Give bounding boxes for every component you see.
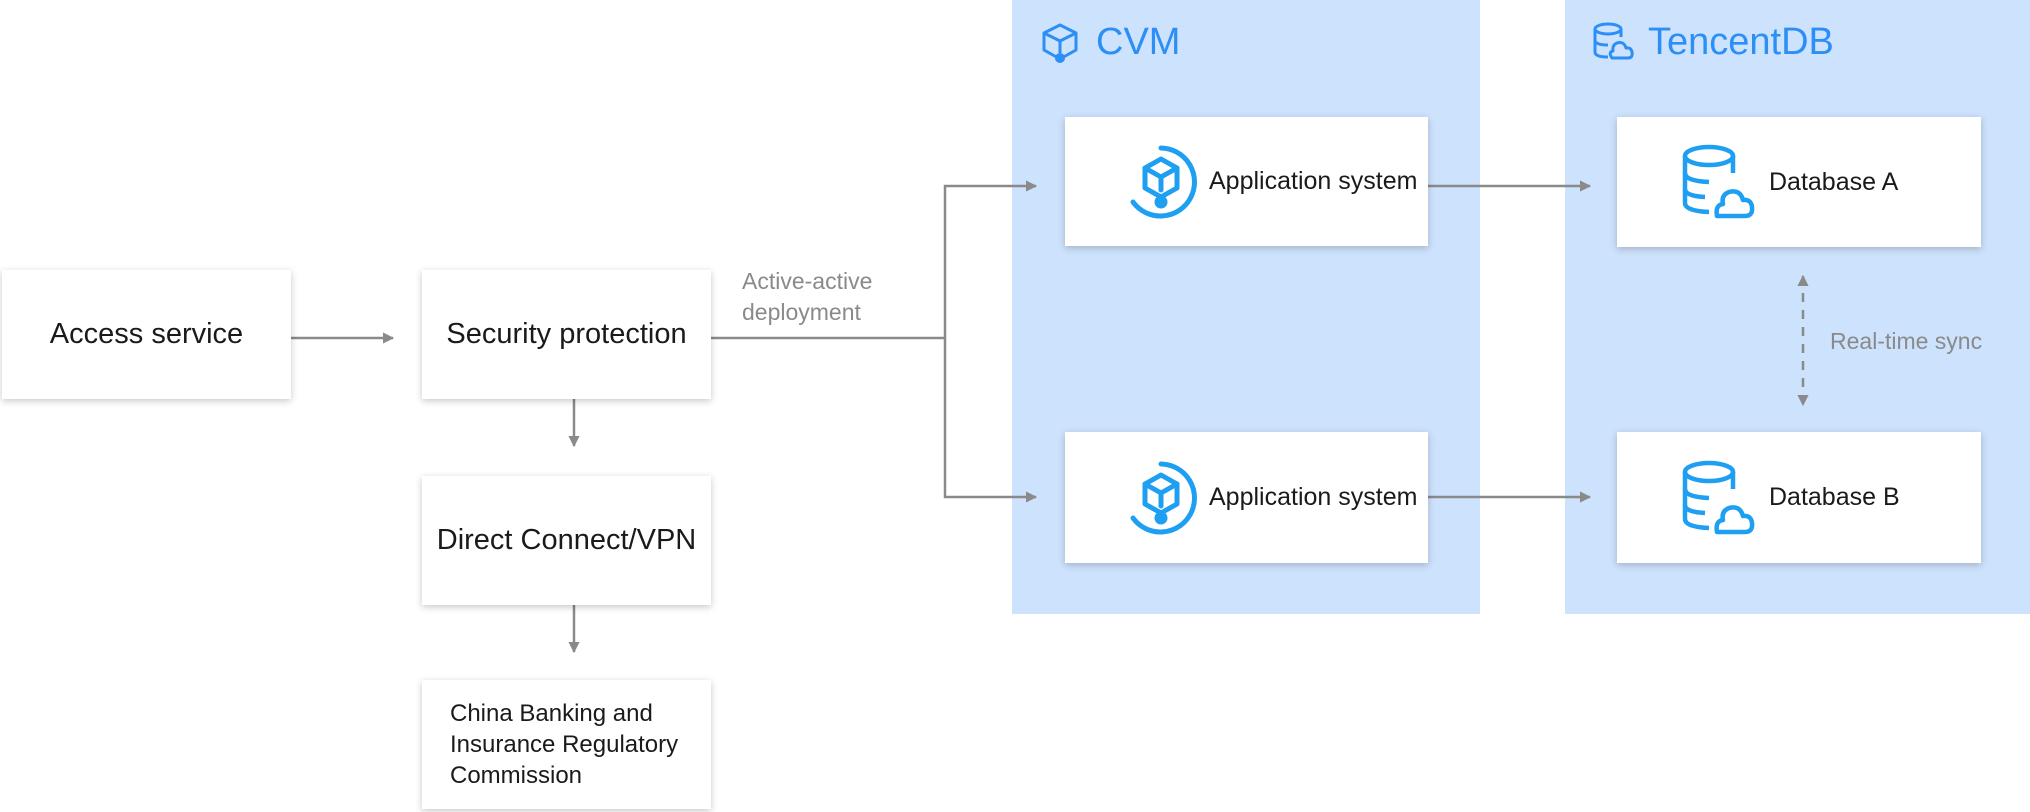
database-cloud-icon <box>1593 22 1634 60</box>
direct-connect-box: Direct Connect/VPN <box>422 476 711 605</box>
regulator-box: China Banking and Insurance Regulatory C… <box>422 680 711 809</box>
app-system-1-label: Application system <box>1209 167 1418 195</box>
real-time-sync-note: Real-time sync <box>1830 328 1983 354</box>
cvm-title-text: CVM <box>1096 20 1181 63</box>
access-service-label: Access service <box>49 318 244 350</box>
direct-connect-label: Direct Connect/VPN <box>436 524 697 556</box>
cube-icon <box>1042 23 1078 63</box>
tencentdb-panel-title: TencentDB <box>1590 20 1834 64</box>
app-system-icon <box>1130 461 1197 534</box>
tencentdb-title-text: TencentDB <box>1648 20 1834 63</box>
app-system-2-label: Application system <box>1209 483 1418 511</box>
database-a-box: Database A <box>1617 117 1981 247</box>
database-b-box: Database B <box>1617 432 1981 563</box>
security-protection-box: Security protection <box>422 270 711 399</box>
arrow-security-to-app-1 <box>711 180 1038 340</box>
database-cloud-icon <box>1682 144 1755 219</box>
cvm-panel-title: CVM <box>1038 20 1180 64</box>
regulator-label: China Banking and Insurance Regulatory C… <box>450 700 679 789</box>
app-system-2-box: Application system <box>1065 432 1428 563</box>
database-a-label: Database A <box>1769 167 1899 196</box>
active-active-note: Active-active deployment <box>742 268 873 325</box>
app-system-1-box: Application system <box>1065 117 1428 246</box>
database-cloud-icon <box>1682 460 1755 534</box>
security-protection-label: Security protection <box>446 318 687 350</box>
app-system-icon <box>1130 145 1197 218</box>
database-b-label: Database B <box>1769 483 1900 511</box>
access-service-box: Access service <box>2 270 291 399</box>
arrow-security-to-app-2 <box>943 338 1038 503</box>
